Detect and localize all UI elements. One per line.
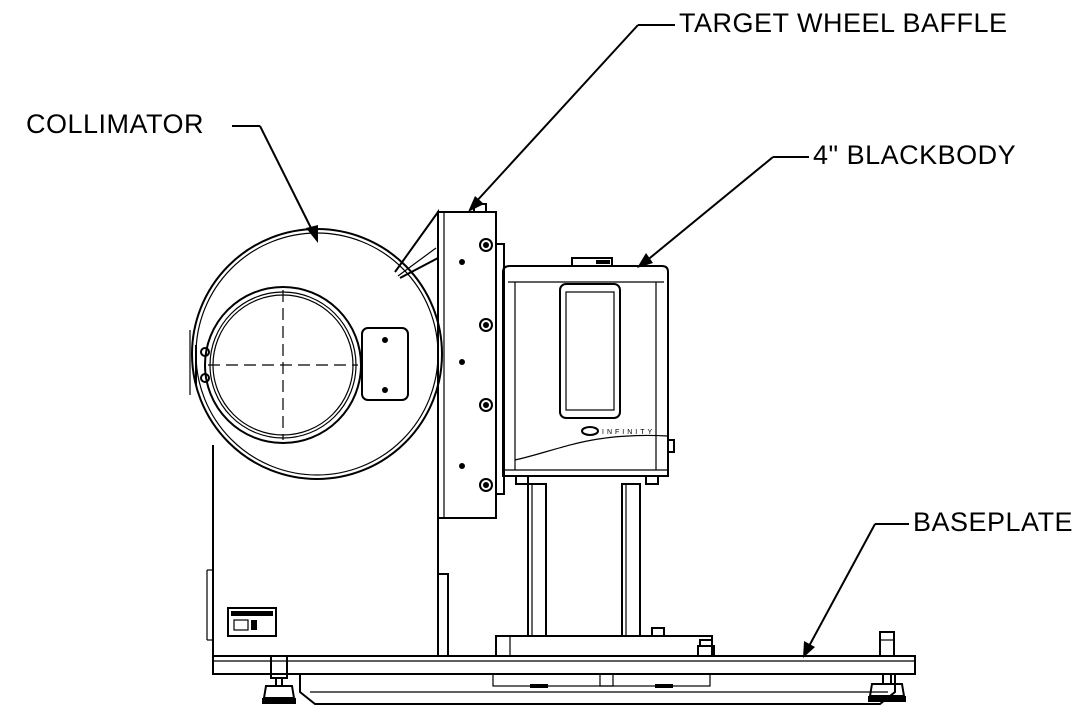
baseplate-label: BASEPLATE [913,507,1074,537]
blackbody-stand [495,483,715,657]
target-wheel-baffle-label: TARGET WHEEL BAFFLE [679,8,1008,38]
baseplate [212,655,916,705]
leveling-foot-right [868,631,906,702]
leveling-foot-left [262,655,296,704]
blackbody: INFINITY [502,257,675,485]
callout-leaders [232,24,909,658]
collimator [189,208,449,657]
blackbody-label: 4" BLACKBODY [813,140,1017,170]
target-wheel-baffle [437,203,505,519]
collimator-label: COLLIMATOR [26,109,205,139]
blackbody-logo-text: INFINITY [602,429,655,436]
